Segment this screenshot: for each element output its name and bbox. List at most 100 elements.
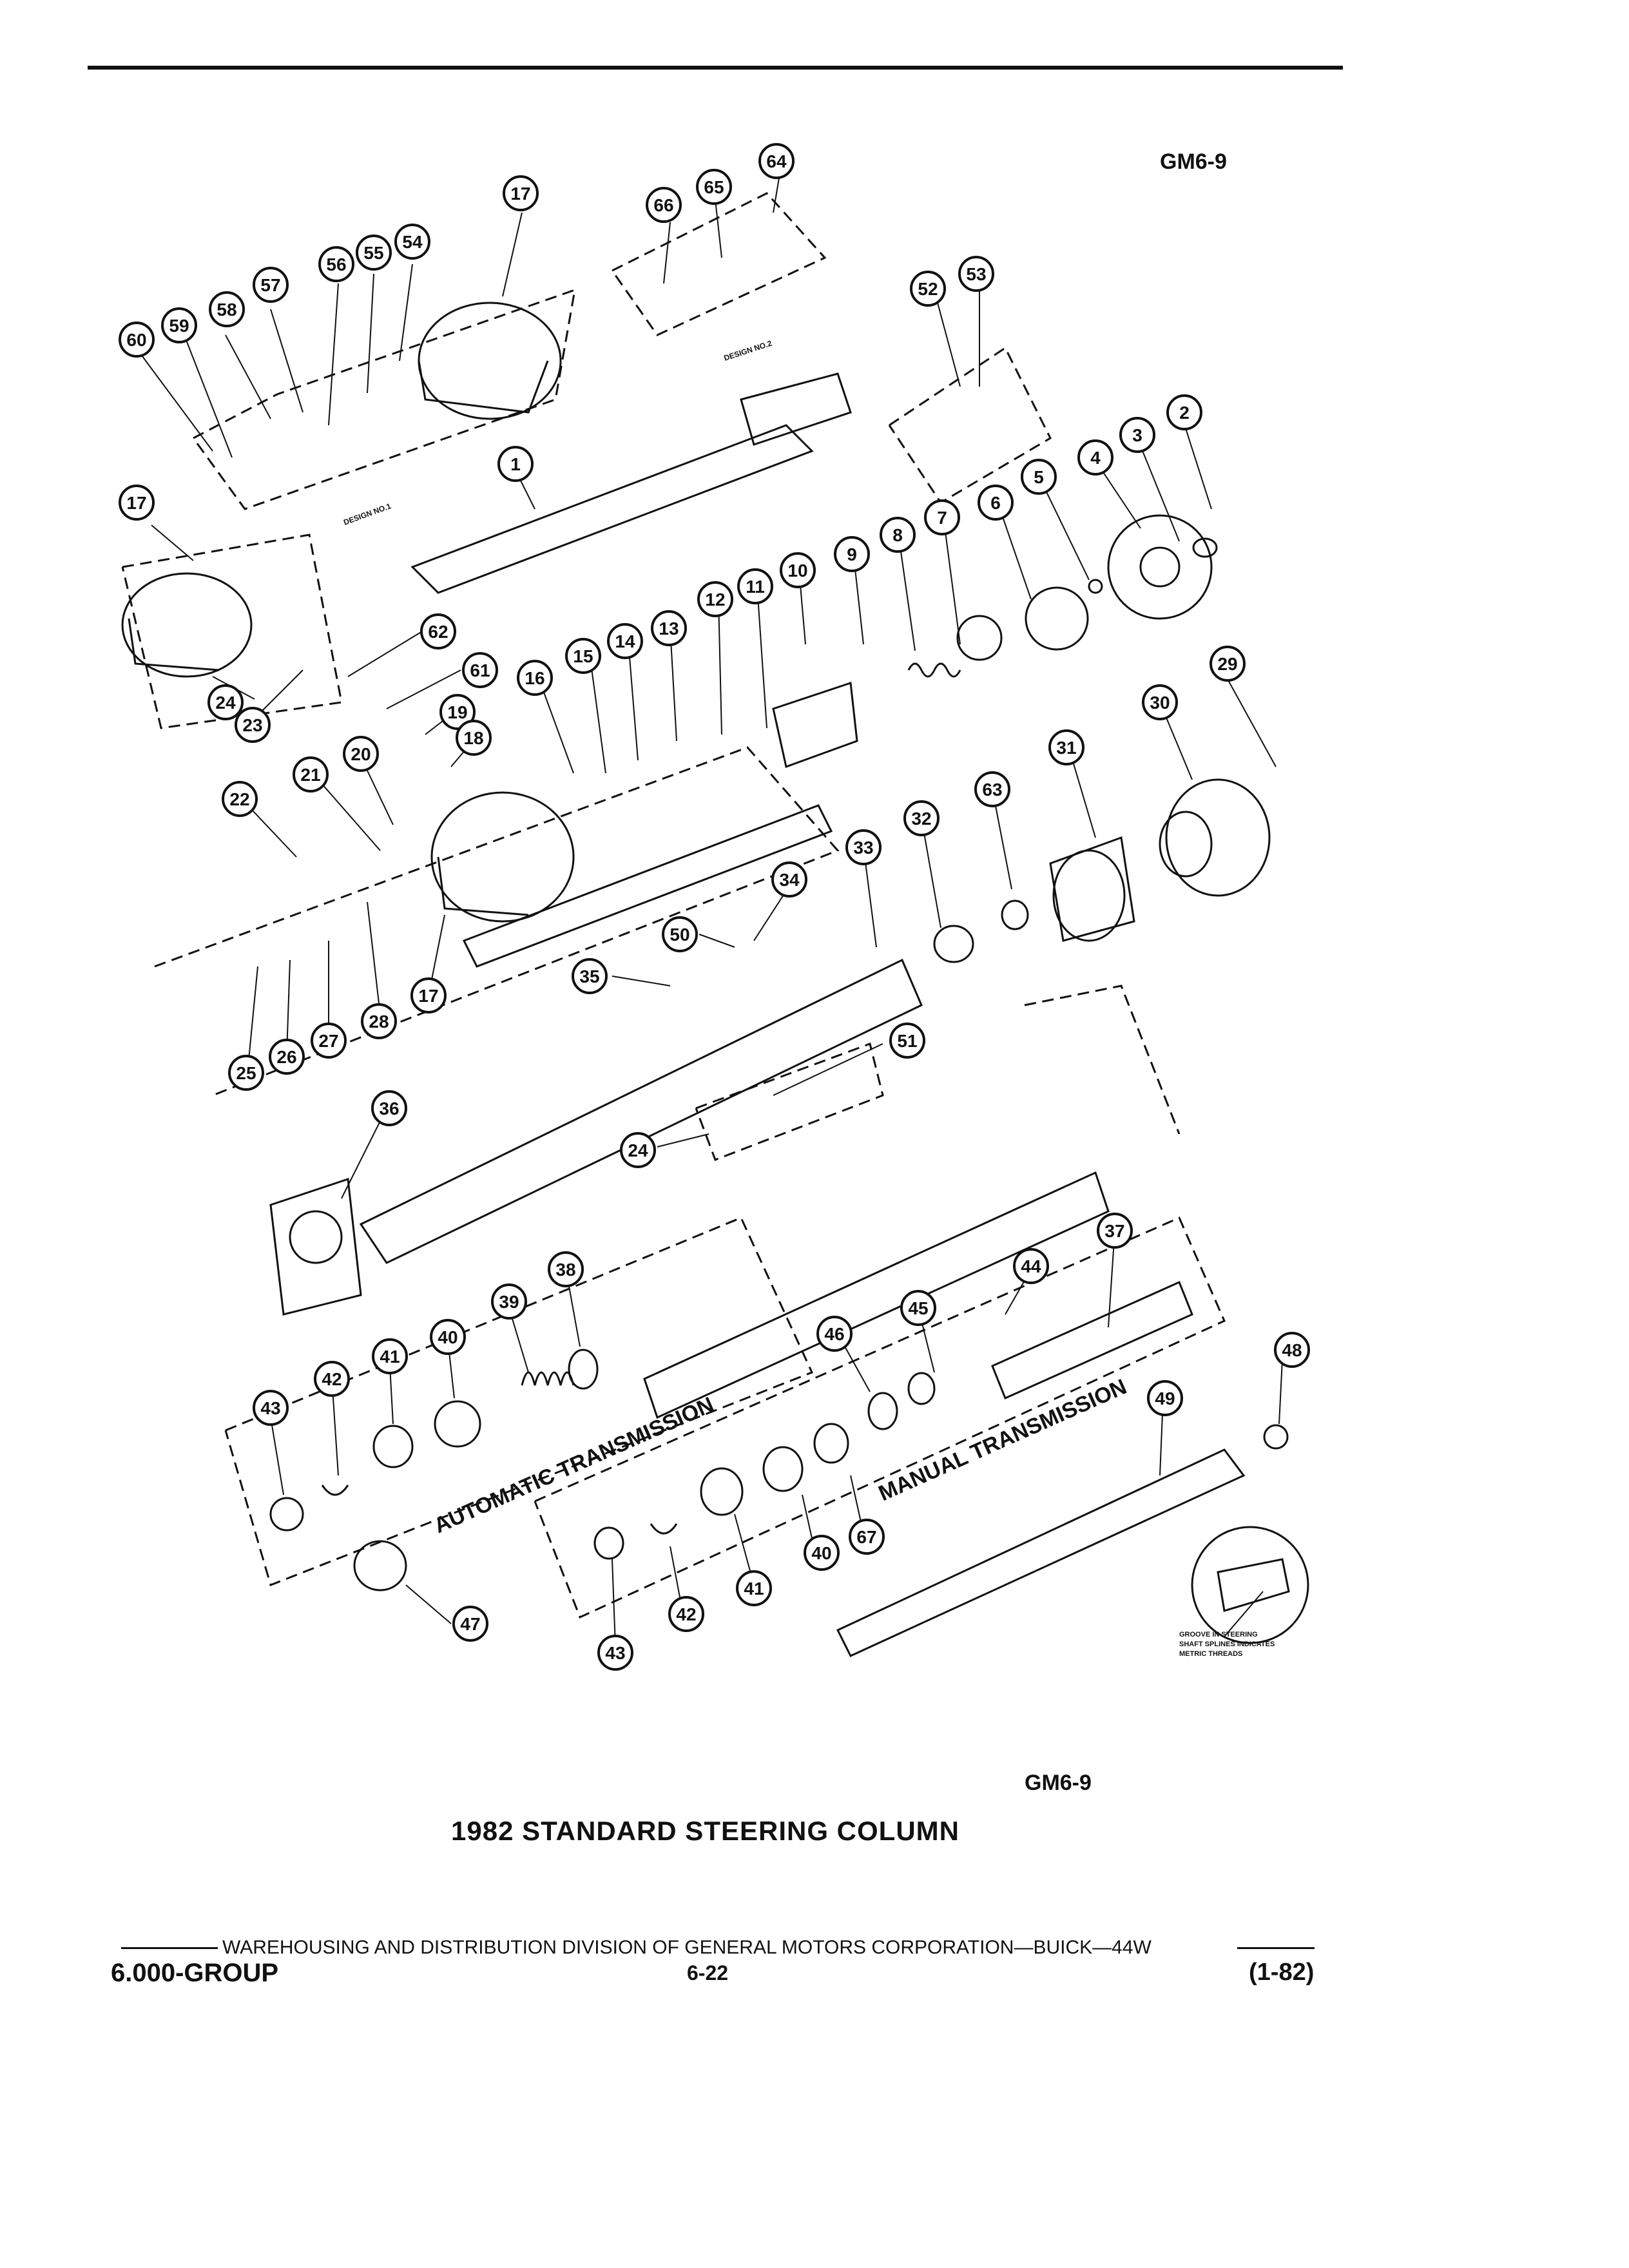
callout-42: 42 <box>668 1596 704 1632</box>
callout-circle <box>1021 459 1057 495</box>
callout-number: 49 <box>1155 1389 1175 1408</box>
callout-13: 13 <box>651 610 687 646</box>
top-rule <box>88 66 1343 70</box>
callout-number: 27 <box>318 1031 338 1051</box>
callout-circle <box>430 1319 466 1355</box>
footer-rule-right <box>1237 1947 1315 1949</box>
footer-group: 6.000-GROUP <box>111 1959 279 1987</box>
callout-circle <box>1097 1213 1133 1249</box>
callout-30: 30 <box>1142 684 1178 720</box>
callout-26: 26 <box>269 1039 305 1075</box>
groove-note: GROOVE IN STEERING SHAFT SPLINES INDICAT… <box>1179 1631 1275 1658</box>
callout-number: 15 <box>573 646 593 666</box>
callout-number: 17 <box>418 986 438 1006</box>
jacket-33 <box>359 958 923 1264</box>
callout-circle <box>119 322 155 358</box>
callout-number: 17 <box>510 184 530 204</box>
callout-number: 3 <box>1132 425 1142 445</box>
callout-38: 38 <box>548 1251 584 1287</box>
callout-number: 32 <box>911 809 931 829</box>
callout-62: 62 <box>420 613 456 649</box>
callout-39: 39 <box>491 1283 527 1320</box>
callout-circle <box>737 568 773 604</box>
callout-circle <box>314 1361 350 1397</box>
callout-circle <box>565 638 601 674</box>
callout-28: 28 <box>361 1003 397 1039</box>
callout-number: 6 <box>990 493 1001 513</box>
callout-9: 9 <box>834 536 870 572</box>
callout-circle <box>880 517 916 553</box>
callout-circle <box>209 291 245 327</box>
callout-20: 20 <box>343 736 379 772</box>
callout-circle <box>834 536 870 572</box>
callout-19: 19 <box>439 694 476 730</box>
callout-54: 54 <box>394 224 430 260</box>
callout-number: 62 <box>428 622 448 642</box>
callout-number: 24 <box>215 693 236 713</box>
callout-circle <box>439 694 476 730</box>
callout-number: 67 <box>856 1527 876 1547</box>
callout-25: 25 <box>228 1055 264 1091</box>
spline-detail-circle <box>1191 1526 1309 1644</box>
callout-number: 35 <box>579 966 599 986</box>
callout-34: 34 <box>771 861 807 898</box>
design2-label: DESIGN NO.2 <box>723 339 773 363</box>
callout-circle <box>1147 1380 1183 1416</box>
callout-52: 52 <box>910 271 946 307</box>
callout-number: 57 <box>260 275 280 295</box>
callout-number: 53 <box>966 264 986 284</box>
callout-number: 54 <box>402 232 423 252</box>
callout-number: 10 <box>787 561 807 581</box>
figure-code-top: GM6-9 <box>1160 149 1227 174</box>
callout-circle <box>253 267 289 303</box>
callout-circle <box>235 707 271 743</box>
callout-circle <box>228 1055 264 1091</box>
callout-40: 40 <box>804 1535 840 1571</box>
callout-number: 28 <box>369 1012 389 1032</box>
callout-number: 41 <box>744 1579 764 1599</box>
callout-37: 37 <box>1097 1213 1133 1249</box>
callout-circle <box>1274 1332 1310 1368</box>
callout-58: 58 <box>209 291 245 327</box>
callout-circle <box>849 1519 885 1555</box>
callout-circle <box>371 1090 407 1126</box>
callout-46: 46 <box>816 1316 853 1352</box>
callout-10: 10 <box>780 552 816 588</box>
callout-number: 56 <box>326 255 346 274</box>
callout-circle <box>161 307 197 343</box>
callout-17: 17 <box>410 977 447 1014</box>
manual-box <box>534 1216 1226 1619</box>
callout-number: 39 <box>499 1292 519 1312</box>
callout-circle <box>620 1132 656 1168</box>
callout-circle <box>607 623 643 659</box>
callout-8: 8 <box>880 517 916 553</box>
right-dash <box>1024 985 1181 1135</box>
callout-47: 47 <box>452 1606 488 1642</box>
callout-circle <box>958 256 994 292</box>
callout-number: 29 <box>1217 654 1237 674</box>
callout-60: 60 <box>119 322 155 358</box>
callout-66: 66 <box>646 187 682 223</box>
callout-number: 42 <box>676 1604 696 1624</box>
callout-number: 11 <box>746 577 765 597</box>
callout-circle <box>1142 684 1178 720</box>
automatic-transmission-label: AUTOMATIC TRANSMISSION <box>430 1392 718 1538</box>
callout-49: 49 <box>1147 1380 1183 1416</box>
callout-63: 63 <box>974 771 1010 807</box>
callout-35: 35 <box>572 958 608 994</box>
design1-box <box>192 288 576 510</box>
figure-code-bottom: GM6-9 <box>1025 1771 1092 1795</box>
callout-number: 38 <box>555 1260 575 1280</box>
callout-number: 1 <box>510 454 521 474</box>
callout-4: 4 <box>1077 439 1113 476</box>
callout-circle <box>269 1039 305 1075</box>
callout-number: 12 <box>705 590 725 610</box>
switch-box <box>695 1043 884 1161</box>
mid-box <box>154 746 840 1097</box>
callout-circle <box>410 977 447 1014</box>
callout-number: 50 <box>670 925 689 945</box>
design2-box <box>611 192 827 336</box>
callout-circle <box>804 1535 840 1571</box>
callout-17: 17 <box>503 175 539 211</box>
callout-circle <box>311 1023 347 1059</box>
